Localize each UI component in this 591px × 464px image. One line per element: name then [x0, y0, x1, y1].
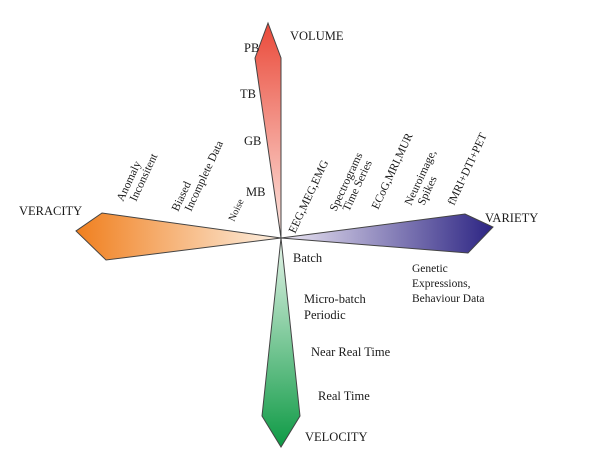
variety-label-fmri: fMRI+DTI+PET: [446, 131, 490, 207]
velocity-tick-periodic: Periodic: [304, 308, 346, 322]
volume-tick-gb: GB: [244, 134, 261, 148]
variety-label-eeg: EEG,MEG,EMG: [287, 158, 331, 235]
variety-extra-behaviour: Behaviour Data: [412, 293, 485, 305]
veracity-label-incomplete: Incomplete Data: [183, 139, 226, 213]
volume-tick-pb: PB: [244, 41, 259, 55]
volume-arm: [254, 21, 282, 239]
velocity-tick-realtime: Real Time: [318, 389, 370, 403]
velocity-tick-nearrealtime: Near Real Time: [311, 345, 391, 359]
velocity-tick-batch: Batch: [293, 251, 323, 265]
velocity-arm: [261, 237, 301, 448]
variety-extra-expressions: Expressions,: [412, 278, 471, 290]
volume-tick-mb: MB: [246, 185, 265, 199]
veracity-label-noise: Noise: [227, 197, 247, 223]
variety-arm: [280, 213, 494, 254]
volume-tick-tb: TB: [240, 87, 256, 101]
volume-title: VOLUME: [290, 29, 344, 43]
veracity-arm: [75, 212, 282, 261]
variety-title: VARIETY: [485, 211, 538, 225]
velocity-title: VELOCITY: [305, 430, 368, 444]
velocity-tick-microbatch: Micro-batch: [304, 292, 367, 306]
veracity-title: VERACITY: [19, 204, 82, 218]
variety-extra-genetic: Genetic: [412, 263, 448, 275]
